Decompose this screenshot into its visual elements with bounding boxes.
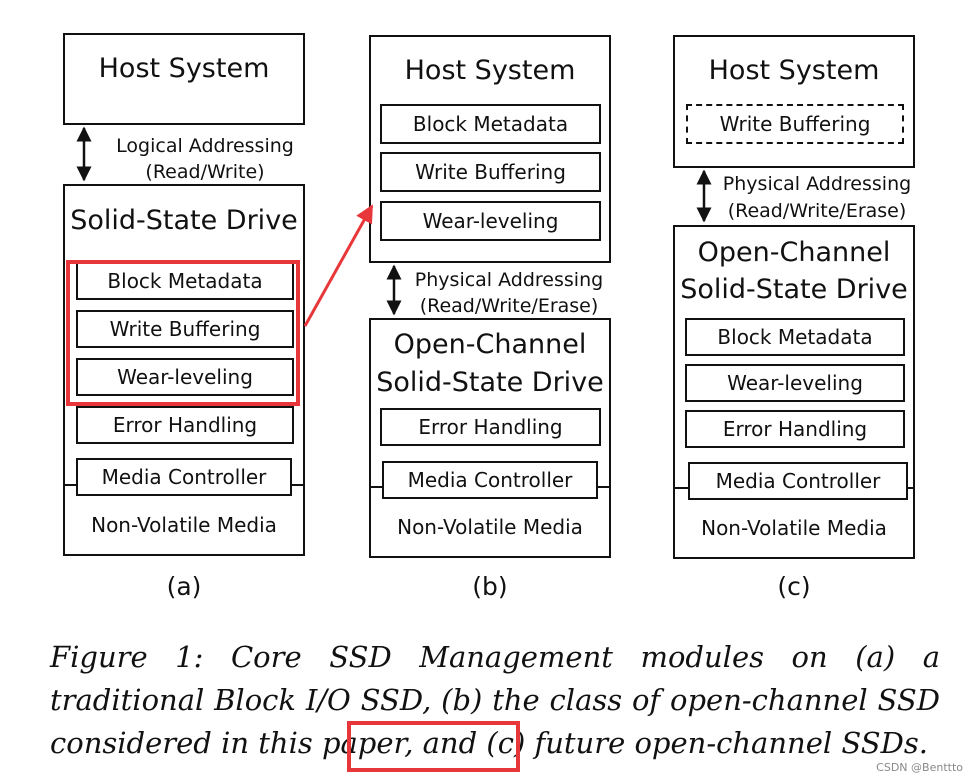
panel-a-media-controller: Media Controller: [76, 458, 292, 496]
panel-b-addressing-line2: (Read/Write/Erase): [419, 295, 599, 317]
panel-b-drive-title-line1: Open-Channel: [393, 329, 587, 360]
watermark: CSDN @Benttto: [876, 761, 963, 774]
caption-part2: channel SSDs.: [716, 726, 928, 760]
panel-a-drive-title: Solid-State Drive: [70, 205, 298, 236]
panel-b-host-module-write-buffering: Write Buffering: [380, 152, 601, 192]
panel-c-addressing-line1: Physical Addressing: [722, 173, 912, 195]
caption-highlighted: future open-: [534, 726, 717, 760]
caption-part1: Figure 1: Core SSD Management modules on…: [50, 640, 940, 760]
caption-highlight-box: [347, 721, 520, 772]
panel-a-module-wear-leveling: Wear-leveling: [76, 358, 294, 396]
panel-b-host-module-block-metadata: Block Metadata: [380, 104, 601, 144]
panel-c-host-title: Host System: [708, 55, 880, 86]
panel-b-drive-title-line2: Solid-State Drive: [376, 367, 604, 398]
panel-b-media-controller: Media Controller: [382, 461, 598, 499]
panel-c-host-module-write-buffering: Write Buffering: [686, 104, 904, 144]
panel-a-addressing-line2: (Read/Write): [145, 161, 265, 183]
panel-a-module-error-handling: Error Handling: [76, 406, 294, 444]
panel-a-highlight-box: [66, 260, 300, 406]
panel-c-host-box: [673, 35, 915, 168]
panel-c-module-error-handling: Error Handling: [685, 410, 905, 448]
panel-c-drive-title-line1: Open-Channel: [697, 237, 891, 268]
panel-a-module-block-metadata: Block Metadata: [76, 262, 294, 300]
panel-a-addressing-line1: Logical Addressing: [116, 135, 294, 157]
panel-b-module-error-handling: Error Handling: [380, 408, 601, 446]
panel-b-label: (b): [472, 572, 508, 601]
panel-c-media-controller: Media Controller: [688, 462, 908, 500]
panel-b-host-module-wear-leveling: Wear-leveling: [380, 201, 601, 241]
panel-b-addressing-line1: Physical Addressing: [414, 269, 604, 291]
panel-a-label: (a): [166, 572, 202, 601]
panel-a-module-write-buffering: Write Buffering: [76, 310, 294, 348]
panel-a-media-label: Non-Volatile Media: [91, 513, 277, 537]
panel-c-media-label: Non-Volatile Media: [701, 516, 887, 540]
panel-c-module-block-metadata: Block Metadata: [685, 318, 905, 356]
panel-c-drive-title-line2: Solid-State Drive: [680, 274, 908, 305]
panel-a-host-box: [63, 33, 305, 125]
panel-b-media-label: Non-Volatile Media: [397, 515, 583, 539]
panel-c-module-wear-leveling: Wear-leveling: [685, 364, 905, 402]
panel-c-addressing-line2: (Read/Write/Erase): [727, 200, 907, 222]
migration-arrow: [303, 204, 374, 327]
panel-b-host-title: Host System: [404, 55, 576, 86]
panel-c-label: (c): [777, 572, 811, 601]
figure-caption: Figure 1: Core SSD Management modules on…: [50, 636, 940, 765]
panel-a-host-title: Host System: [98, 53, 270, 84]
